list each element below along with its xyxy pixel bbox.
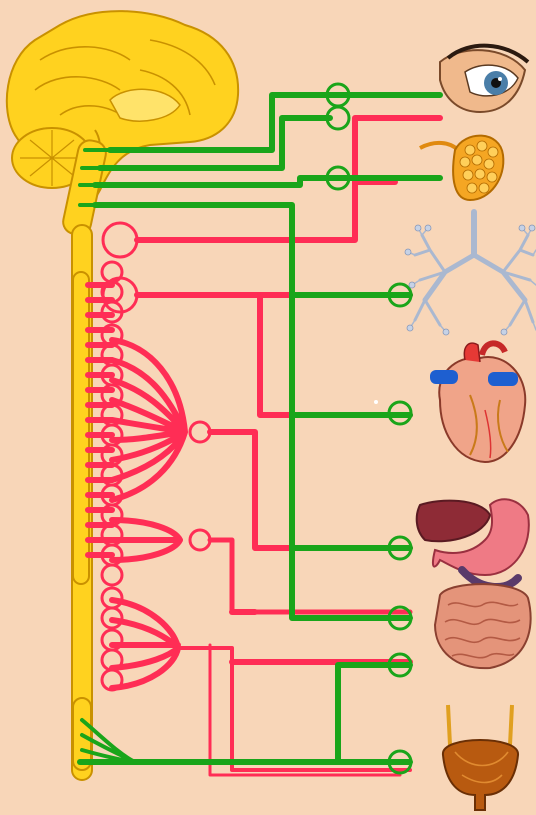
eye-icon [440,46,528,112]
sympathetic-pathways [88,118,440,775]
stomach-liver-icon [417,499,529,587]
intestines-icon [435,584,531,668]
brain-icon [7,11,238,225]
bladder-icon [443,705,518,810]
sympathetic-ganglion-chain [73,272,89,584]
marker-dot [374,400,378,404]
heart-icon [430,343,525,462]
lungs-icon [405,212,536,335]
parasympathetic-pathways [80,84,440,773]
salivary-gland-icon [420,136,503,200]
